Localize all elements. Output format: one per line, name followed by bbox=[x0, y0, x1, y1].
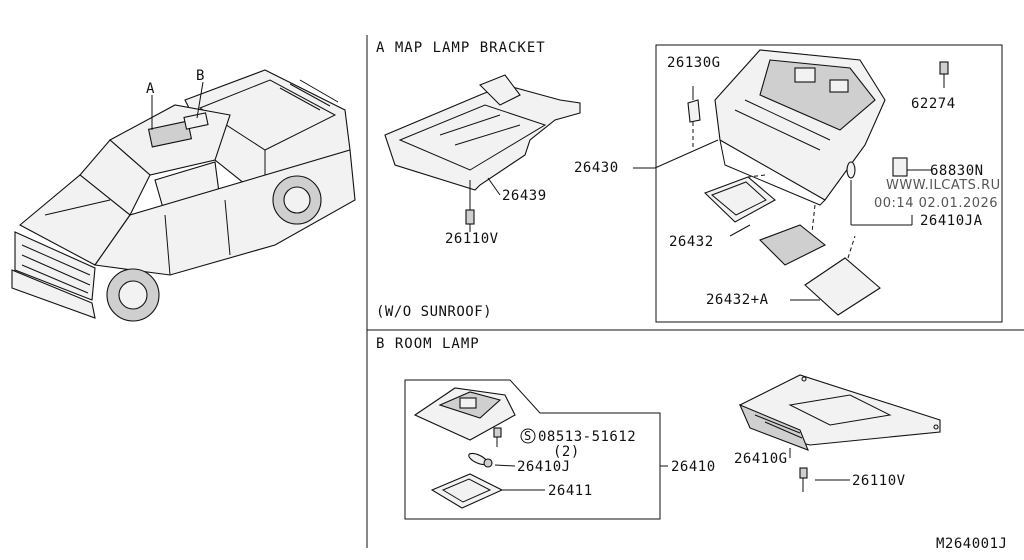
map-lamp-assembly-box bbox=[655, 44, 1003, 323]
part-label-26130g: 26130G bbox=[667, 55, 721, 71]
part-label-screw-qty: (2) bbox=[553, 444, 580, 460]
part-label-26432: 26432 bbox=[669, 234, 714, 250]
diagram-code: M264001J bbox=[936, 536, 1007, 552]
room-lamp-bracket-drawing bbox=[738, 374, 941, 492]
part-label-26410g: 26410G bbox=[734, 451, 788, 467]
screw-marker: S bbox=[524, 429, 532, 443]
section-b-title: B ROOM LAMP bbox=[376, 336, 480, 352]
room-lamp-drawing bbox=[413, 387, 668, 509]
map-lamp-bracket-drawing bbox=[384, 74, 581, 232]
watermark-site: WWW.ILCATS.RU bbox=[886, 178, 1001, 193]
room-lamp-assembly-box bbox=[404, 379, 661, 520]
section-a-title: A MAP LAMP BRACKET bbox=[376, 40, 546, 56]
section-a-note: (W/O SUNROOF) bbox=[376, 304, 492, 320]
part-label-26410j: 26410J bbox=[517, 459, 571, 475]
part-label-68830n: 68830N bbox=[930, 163, 984, 179]
map-lamp-assembly-drawing bbox=[633, 49, 949, 316]
part-label-26110v-b: 26110V bbox=[852, 473, 906, 489]
part-label-08513-51612: 08513-51612 bbox=[538, 429, 636, 445]
part-label-26410ja: 26410JA bbox=[920, 213, 983, 229]
pickup-truck-illustration bbox=[11, 69, 356, 322]
part-label-26110v-a: 26110V bbox=[445, 231, 499, 247]
part-label-26430: 26430 bbox=[574, 160, 619, 176]
callout-a: A bbox=[146, 81, 155, 97]
watermark-timestamp: 00:14 02.01.2026 bbox=[874, 196, 998, 211]
part-label-26411: 26411 bbox=[548, 483, 593, 499]
callout-b: B bbox=[196, 68, 205, 84]
part-label-26439: 26439 bbox=[502, 188, 547, 204]
part-label-62274: 62274 bbox=[911, 96, 956, 112]
part-label-26432a: 26432+A bbox=[706, 292, 769, 308]
part-label-26410: 26410 bbox=[671, 459, 716, 475]
frame-lines bbox=[366, 35, 1024, 548]
